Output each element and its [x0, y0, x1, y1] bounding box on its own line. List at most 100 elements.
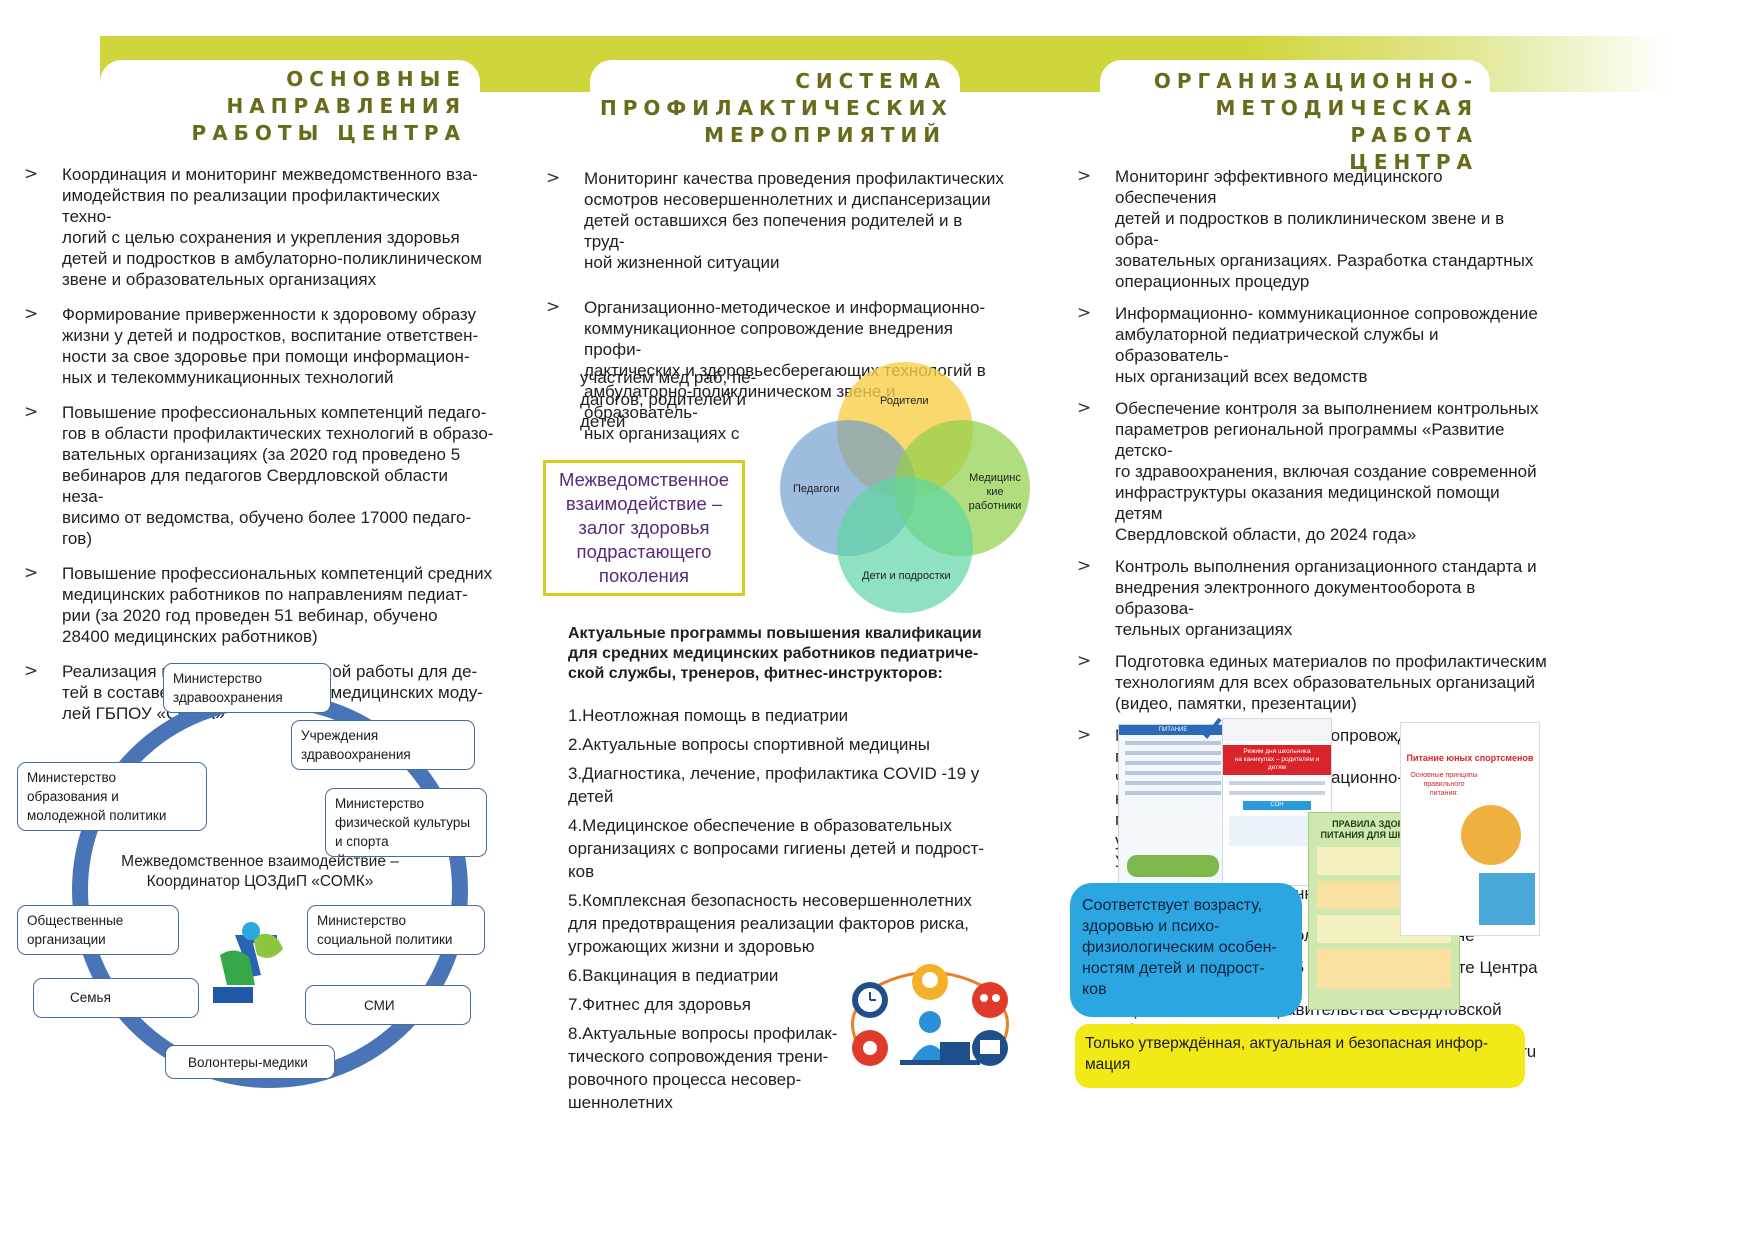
text-line: 5.Комплексная безопасность несовершеннол…	[568, 891, 972, 910]
text-line: детей и подростков в поликлиническом зве…	[1115, 209, 1505, 249]
ring-box-public-orgs: Общественные организации	[17, 905, 179, 955]
text-line: Повышение профессиональных компетенций п…	[62, 403, 487, 422]
poster-nutrition: ПИТАНИЕ	[1118, 724, 1228, 884]
text-line: шеннолетних	[568, 1093, 673, 1112]
text-line: Мониторинг эффективного медицинского обе…	[1115, 167, 1443, 207]
ring-box-line: молодежной политики	[27, 808, 167, 823]
text-line: инфраструктуры оказания медицинской помо…	[1115, 483, 1500, 523]
text-line: осмотров несовершеннолетних и диспансери…	[584, 190, 991, 209]
col3-heading-line: ОРГАНИЗАЦИОННО-	[1153, 69, 1478, 93]
text-line: вательных организациях (за 2020 год пров…	[62, 445, 461, 464]
text-line: детей	[568, 787, 614, 806]
poster-banner: Режим дня школьника на каникулах – родит…	[1223, 745, 1331, 775]
ring-center-line: Координатор ЦОЗДиП «СОМК»	[146, 873, 374, 890]
heading-tab-1	[100, 60, 480, 120]
text-line: коммуникационное сопровождение внедрения…	[584, 319, 953, 359]
col2-heading: СИСТЕМА ПРОФИЛАКТИЧЕСКИХ МЕРОПРИЯТИЙ	[600, 68, 947, 149]
ring-box-line: организации	[27, 932, 106, 947]
text-line: ности за свое здоровье при помощи информ…	[62, 347, 470, 366]
text-line: висимо от ведомства, обучено более 17000…	[62, 508, 472, 527]
yellow-box-line: мация	[1085, 1056, 1131, 1073]
blue-box-line: физиологическим особен-	[1082, 939, 1277, 956]
text-line: медицинских работников по направлениям п…	[62, 585, 468, 604]
ring-box-health-ministry: Министерство здравоохранения	[163, 663, 331, 713]
text-line: ных организаций всех ведомств	[1115, 367, 1368, 386]
heading-tab-3	[1100, 60, 1490, 150]
text-line: рии (за 2020 год проведен 51 вебинар, об…	[62, 606, 438, 625]
program-item: 2.Актуальные вопросы спортивной медицины	[568, 733, 998, 756]
program-item: 6.Вакцинация в педиатрии	[568, 964, 998, 987]
list-item: Повышение профессиональных компетенций п…	[24, 402, 494, 549]
text-line: Формирование приверженности к здоровому …	[62, 305, 477, 324]
ring-box-line: Министерство	[173, 671, 263, 686]
text-line: гов)	[62, 529, 92, 548]
text-line: Свердловской области, до 2024 года»	[1115, 525, 1417, 544]
text-line: ной жизненной ситуации	[584, 253, 780, 272]
poster-banner-line: Режим дня школьника	[1243, 748, 1311, 755]
ring-box-line: Общественные	[27, 913, 124, 928]
text-line: угрожающих жизни и здоровью	[568, 937, 815, 956]
teamwork-illustration-icon	[851, 964, 1009, 1066]
text-line: параметров региональной программы «Разви…	[1115, 420, 1505, 460]
list-item: Формирование приверженности к здоровому …	[24, 304, 494, 388]
poster-daily-routine: Режим дня школьника на каникулах – родит…	[1222, 718, 1332, 886]
motto-line: взаимодействие –	[565, 493, 723, 514]
venn-diagram	[780, 362, 1030, 613]
approved-info-box: Только утверждённая, актуальная и безопа…	[1075, 1024, 1525, 1088]
col2-heading-line: МЕРОПРИЯТИЙ	[704, 123, 946, 147]
text-line: Обеспечение контроля за выполнением конт…	[1115, 399, 1539, 418]
checkmark-icon	[1198, 717, 1222, 739]
text-line: технологиям для всех образовательных орг…	[1115, 673, 1535, 692]
list-item: Мониторинг качества проведения профилакт…	[546, 168, 1006, 273]
poster-title: ПРАВИЛА ЗДОРОВОГО ПИТАНИЯ ДЛЯ ШКОЛЬНИКА	[1309, 819, 1459, 841]
col2-bullet-list: Мониторинг качества проведения профилакт…	[546, 168, 1006, 458]
text-line: имодействия по реализации профилактическ…	[62, 186, 440, 226]
motto-line: поколения	[598, 565, 690, 586]
col1-bullet-list: Координация и мониторинг межведомственно…	[24, 164, 494, 738]
ring-box-social-ministry: Министерство социальной политики	[307, 905, 485, 955]
list-item: Информационно- коммуникационное сопровож…	[1077, 303, 1547, 387]
text-line: тического сопровождения трени-	[568, 1047, 829, 1066]
text-line: участием мед раб, пе-	[580, 368, 757, 387]
list-item: Повышение профессиональных компетенций с…	[24, 563, 494, 647]
blue-box-line: ностям детей и подрост-	[1082, 960, 1265, 977]
text-line: детей	[580, 412, 626, 431]
program-item: 8.Актуальные вопросы профилак-тического …	[568, 1022, 998, 1114]
text-line: 7.Фитнес для здоровья	[568, 995, 752, 1014]
text-line: 4.Медицинское обеспечение в образователь…	[568, 816, 952, 835]
ring-box-volunteers: Волонтеры-медики	[165, 1045, 335, 1079]
programs-heading-line: Актуальные программы повышения квалифика…	[568, 625, 982, 642]
text-line: звене и образовательных организациях	[62, 270, 377, 289]
bullet-continuation: участием мед раб, пе-дагогов, родителей …	[580, 367, 770, 433]
poster-title: Питание юных спортсменов	[1406, 753, 1534, 763]
motto-line: подрастающего	[576, 541, 712, 562]
text-line: зовательных организациях. Разработка ста…	[1115, 251, 1534, 270]
poster-subtitle-line: правильного питания:	[1423, 781, 1465, 797]
list-item: Подготовка единых материалов по профилак…	[1077, 651, 1547, 714]
text-line: 2.Актуальные вопросы спортивной медицины	[568, 735, 930, 754]
text-line: го здравоохранения, включая создание сов…	[1115, 462, 1537, 481]
program-item: 4.Медицинское обеспечение в образователь…	[568, 814, 998, 883]
ring-box-health-institutions: Учреждения здравоохранения	[291, 720, 475, 770]
text-line: Повышение профессиональных компетенций с…	[62, 564, 493, 583]
ring-center-line: Межведомственное взаимодействие –	[121, 853, 399, 870]
ring-box-line: Министерство	[27, 770, 117, 785]
text-line: 28400 медицинских работников)	[62, 627, 318, 646]
text-line: 6.Вакцинация в педиатрии	[568, 966, 779, 985]
col3-heading: ОРГАНИЗАЦИОННО- МЕТОДИЧЕСКАЯ РАБОТА ЦЕНТ…	[1110, 68, 1478, 176]
list-item: Организационно-методическое и информацио…	[546, 297, 1006, 444]
poster-young-athletes: Питание юных спортсменов Основные принци…	[1400, 722, 1540, 936]
text-line: 3.Диагностика, лечение, профилактика COV…	[568, 764, 980, 783]
ring-box-media: СМИ	[305, 985, 471, 1025]
text-line: ровочного процесса несовер-	[568, 1070, 802, 1089]
poster-banner-line: на каникулах – родителям и детям	[1234, 756, 1320, 771]
ring-box-line: СМИ	[364, 998, 395, 1013]
text-line: дагогов, родителей и	[580, 390, 746, 409]
text-line: логий с целью сохранения и укрепления зд…	[62, 228, 460, 247]
col1-heading: ОСНОВНЫЕ НАПРАВЛЕНИЯ РАБОТЫ ЦЕНТРА	[110, 66, 466, 147]
programs-heading-line: ской службы, тренеров, фитнес-инструктор…	[568, 665, 943, 682]
text-line: детей и подростков в амбулаторно-поликли…	[62, 249, 482, 268]
ring-box-line: здравоохранения	[173, 690, 283, 705]
ring-box-line: Семья	[70, 990, 111, 1005]
text-line: внедрения электронного документооборота …	[1115, 578, 1476, 618]
